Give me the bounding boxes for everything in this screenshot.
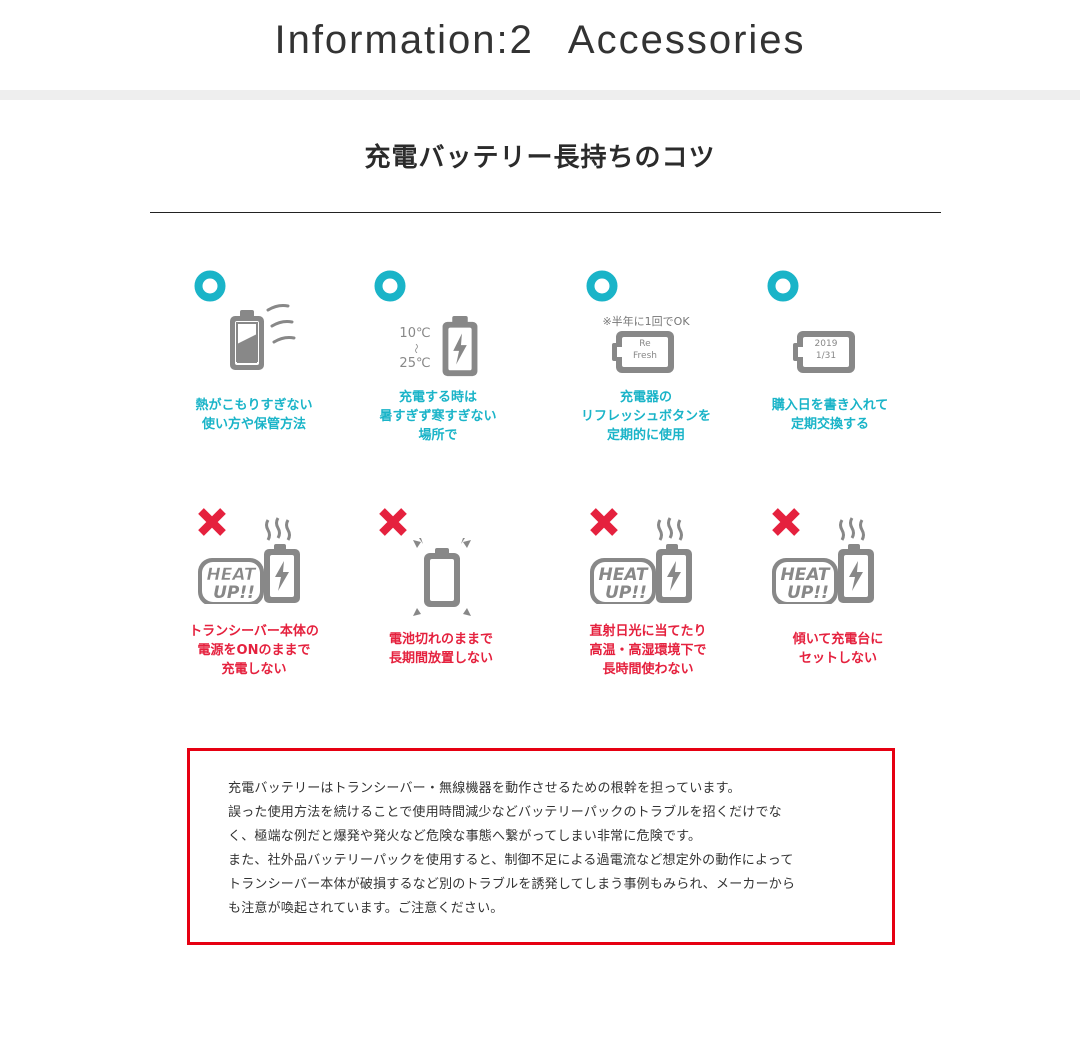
svg-text:UP!!: UP!!: [605, 583, 647, 603]
temperature-range: 10℃ 〜 25℃: [398, 326, 432, 371]
notice-line: 誤った使用方法を続けることで使用時間減少などバッテリーパックのトラブルを招くだけ…: [228, 805, 782, 820]
good-tip-caption: 購入日を書き入れて 定期交換する: [771, 398, 889, 432]
section-title: 充電バッテリー長持ちのコツ: [364, 143, 716, 173]
good-tip-caption: 充電する時は 暑すぎず寒すぎない 場所で: [379, 390, 497, 443]
ok-circle-icon: [374, 270, 406, 302]
refresh-label: Re Fresh: [633, 339, 657, 361]
empty-battery-icon: [413, 538, 471, 616]
notice-line: トランシーバー本体が破損するなど別のトラブルを誘発してしまう事例もみられ、メーカ…: [228, 877, 796, 892]
svg-text:UP!!: UP!!: [213, 583, 255, 603]
ok-circle-icon: [586, 270, 618, 302]
battery-refresh-icon: Re Fresh: [612, 331, 674, 373]
svg-text:HEAT: HEAT: [207, 565, 257, 585]
ok-circle-icon: [194, 270, 226, 302]
battery-date-icon: 2019 1/31: [793, 331, 855, 373]
notice-line: 充電バッテリーはトランシーバー・無線機器を動作させるための根幹を担っています。: [228, 781, 741, 796]
svg-text:UP!!: UP!!: [787, 583, 829, 603]
bad-tip-caption: トランシーバー本体の 電源をONのままで 充電しない: [189, 624, 319, 677]
header-divider-band: [0, 90, 1080, 100]
ng-cross-icon: [590, 508, 618, 536]
temperature-tilde: 〜: [409, 343, 421, 354]
heat-up-battery-icon: HEAT UP!!: [198, 517, 300, 604]
heat-up-battery-icon: HEAT UP!!: [590, 517, 692, 604]
section-divider: [150, 212, 941, 213]
purchase-date-label: 2019 1/31: [814, 339, 838, 361]
page-header: Information:2 Accessories: [0, 0, 1080, 90]
ng-cross-icon: [772, 508, 800, 536]
ok-circle-icon: [767, 270, 799, 302]
page-title: Information:2 Accessories: [0, 18, 1080, 63]
ng-cross-icon: [198, 508, 226, 536]
battery-heat-waves-icon: [230, 304, 296, 370]
battery-charging-icon: [442, 316, 478, 377]
refresh-frequency-note: ※半年に1回でOK: [602, 315, 690, 328]
bad-tip-caption: 直射日光に当てたり 高温・高湿環境下で 長時間使わない: [589, 624, 707, 677]
good-tip-caption: 熱がこもりすぎない 使い方や保管方法: [195, 398, 313, 432]
good-tip-caption: 充電器の リフレッシュボタンを 定期的に使用: [580, 390, 711, 443]
bad-tip-caption: 傾いて充電台に セットしない: [792, 632, 884, 666]
title-section-number: Information:2: [274, 18, 534, 62]
bad-tip-caption: 電池切れのままで 長期間放置しない: [388, 632, 493, 666]
svg-text:HEAT: HEAT: [599, 565, 649, 585]
temperature-low: 25℃: [399, 356, 431, 371]
notice-line: また、社外品バッテリーパックを使用すると、制御不足による過電流など想定外の動作に…: [228, 853, 794, 868]
svg-text:HEAT: HEAT: [781, 565, 831, 585]
heat-up-battery-icon: HEAT UP!!: [772, 517, 874, 604]
battery-caution-notice: 充電バッテリーはトランシーバー・無線機器を動作させるための根幹を担っています。 …: [187, 748, 895, 945]
notice-line: く、極端な例だと爆発や発火など危険な事態へ繋がってしまい非常に危険です。: [228, 829, 702, 844]
notice-line: も注意が喚起されています。ご注意ください。: [228, 901, 504, 916]
ng-cross-icon: [379, 508, 407, 536]
temperature-high: 10℃: [399, 326, 431, 341]
title-section-name: Accessories: [567, 18, 806, 62]
